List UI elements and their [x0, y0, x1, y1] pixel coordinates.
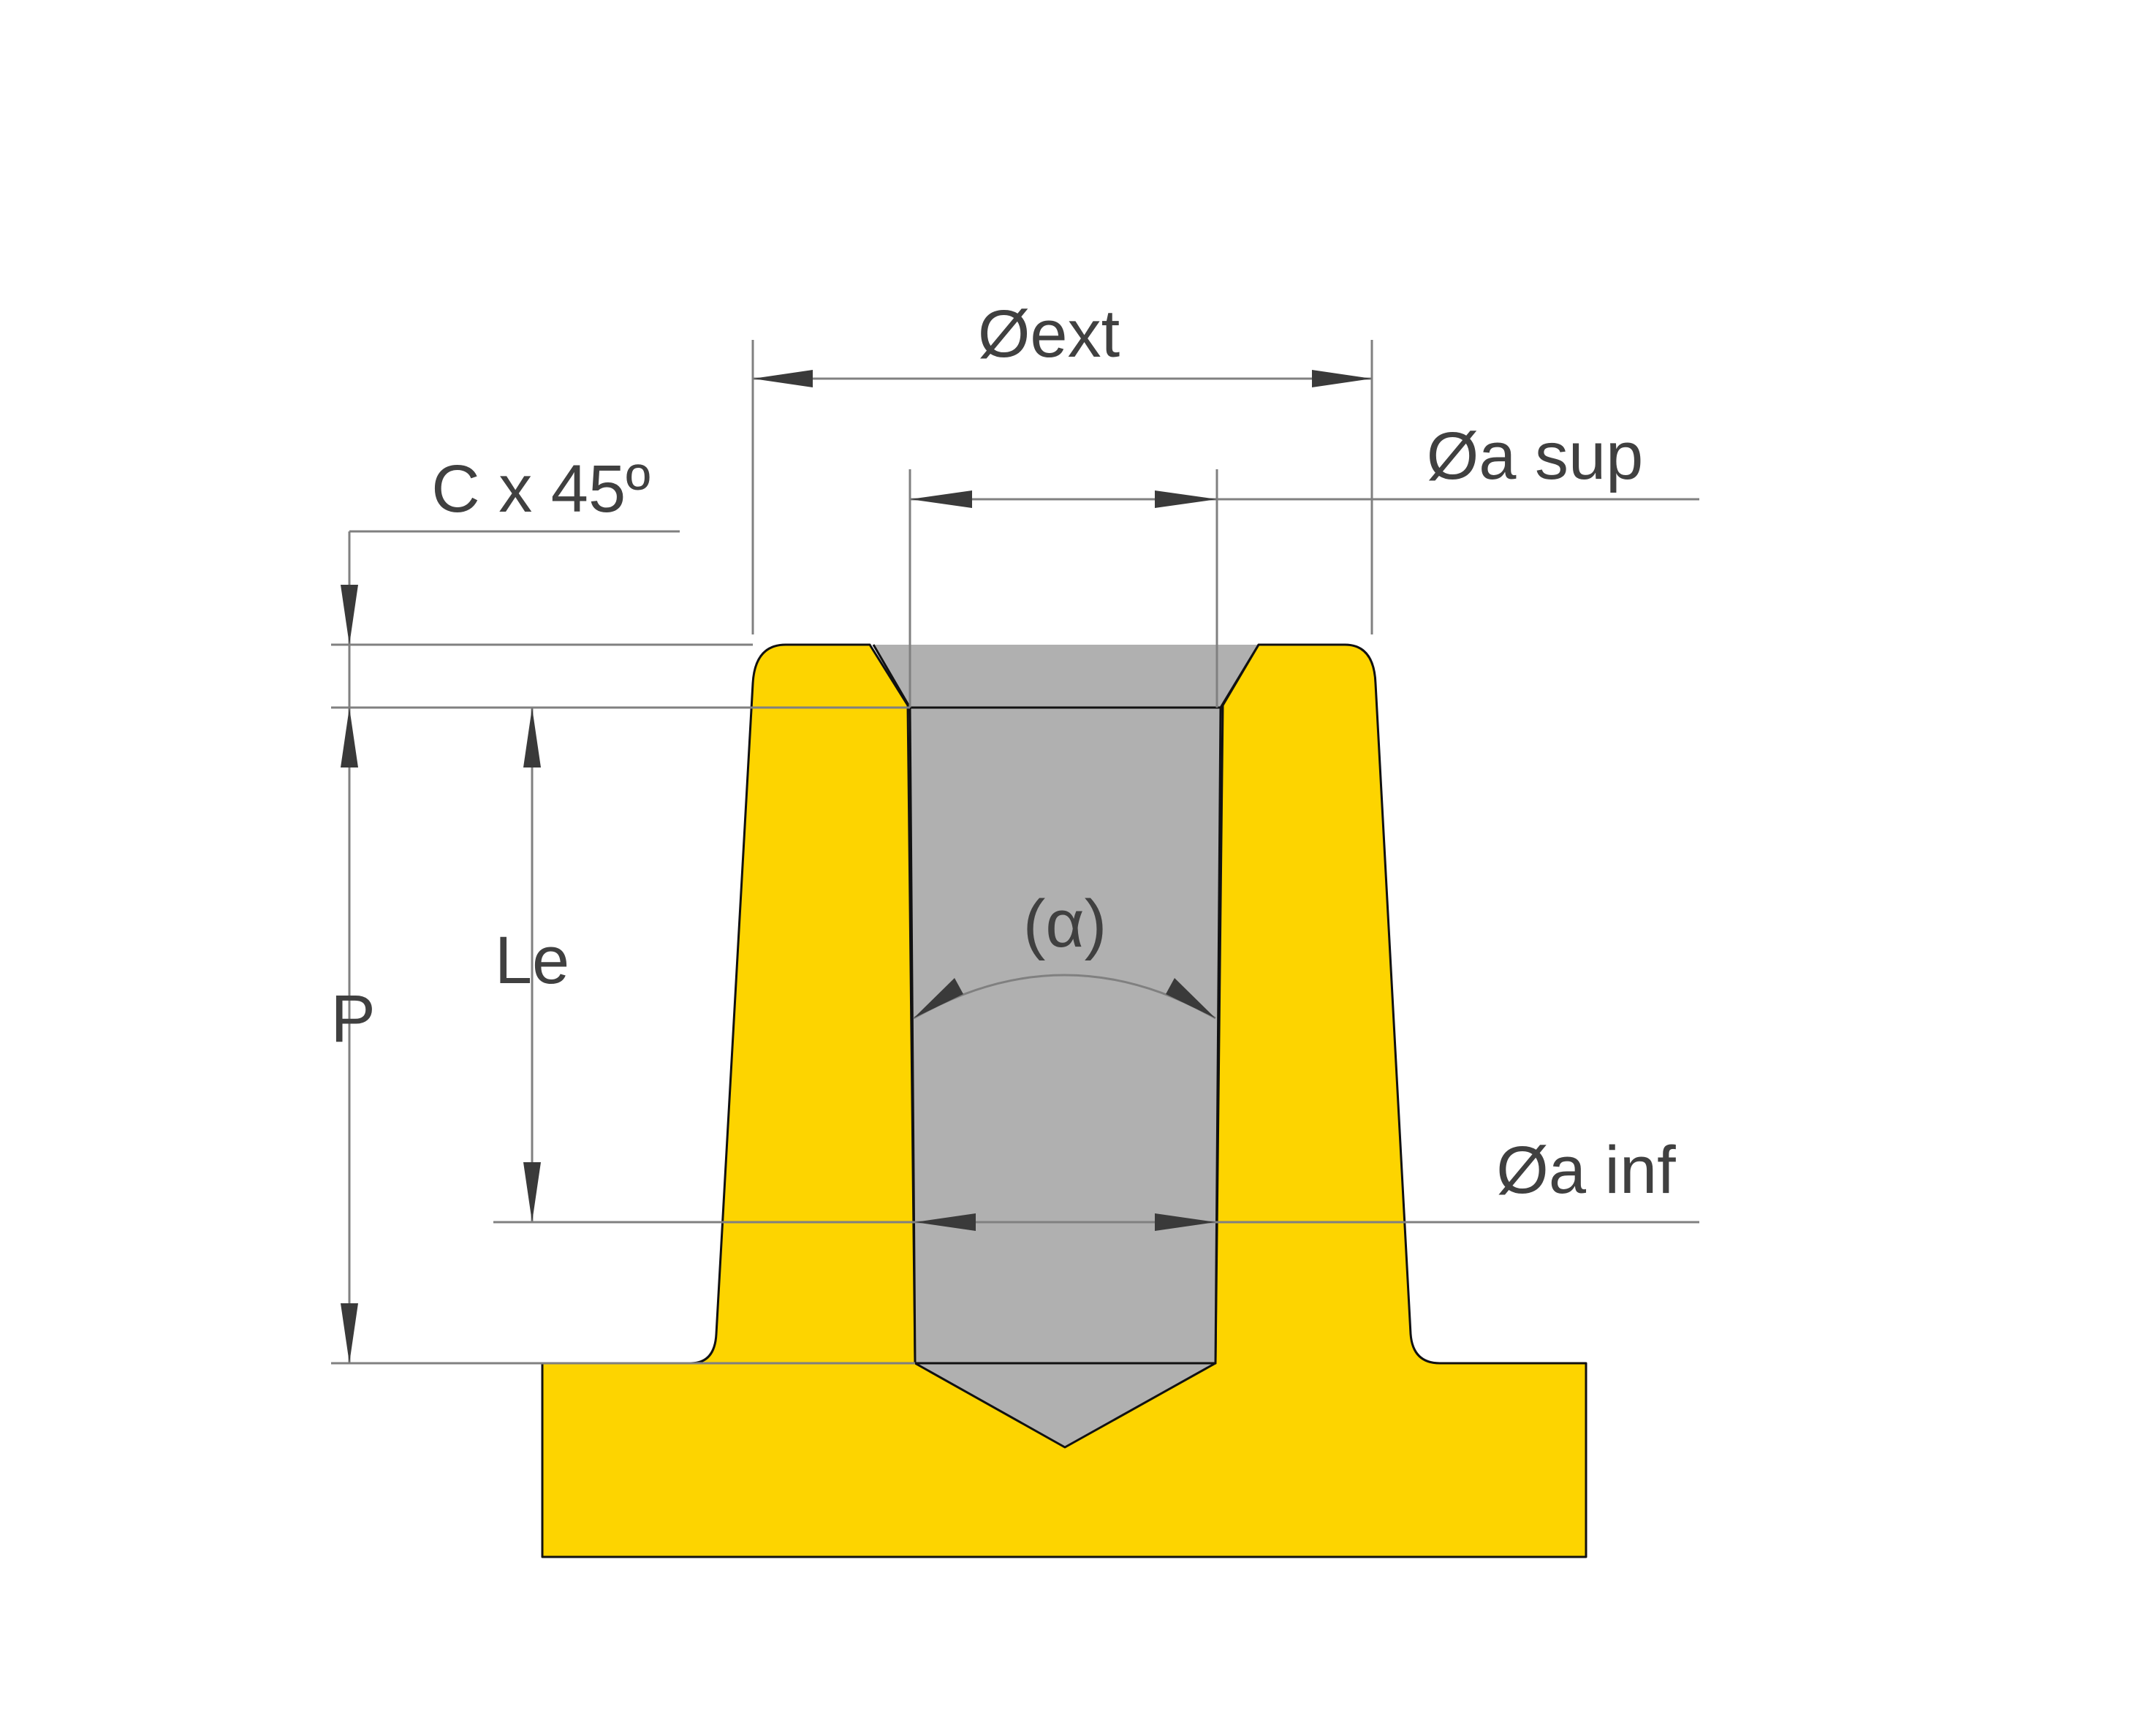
hole-chamfer — [873, 645, 1259, 708]
outer-diameter-label: Øext — [978, 297, 1120, 371]
angle-arrow-left — [914, 978, 963, 1018]
threaded-hole — [908, 706, 1222, 1365]
chamfer-label: C x 45º — [431, 452, 650, 526]
le-arrow-down — [523, 1162, 541, 1222]
chamfer-edge-right — [1219, 644, 1260, 708]
le-arrow-up — [523, 708, 541, 767]
ext-arrow-left — [753, 370, 813, 387]
sup-arrow-right — [1155, 490, 1217, 508]
angle-arrow-right — [1166, 978, 1215, 1018]
angle-label: (α) — [1023, 887, 1107, 961]
depth-label: P — [330, 982, 375, 1056]
upper-diameter-label: Øa sup — [1427, 419, 1644, 493]
engagement-length-label: Le — [495, 923, 569, 998]
inf-arrow-left — [915, 1213, 976, 1231]
p-arrow-down — [341, 1303, 358, 1363]
ext-arrow-right — [1312, 370, 1372, 387]
p-arrow-up — [341, 708, 358, 767]
chamfer-arrow-down — [341, 585, 358, 645]
lower-diameter-label: Øa inf — [1496, 1133, 1676, 1208]
inf-arrow-right — [1155, 1213, 1215, 1231]
chamfer-edge-left — [872, 644, 911, 708]
sup-arrow-left — [910, 490, 972, 508]
